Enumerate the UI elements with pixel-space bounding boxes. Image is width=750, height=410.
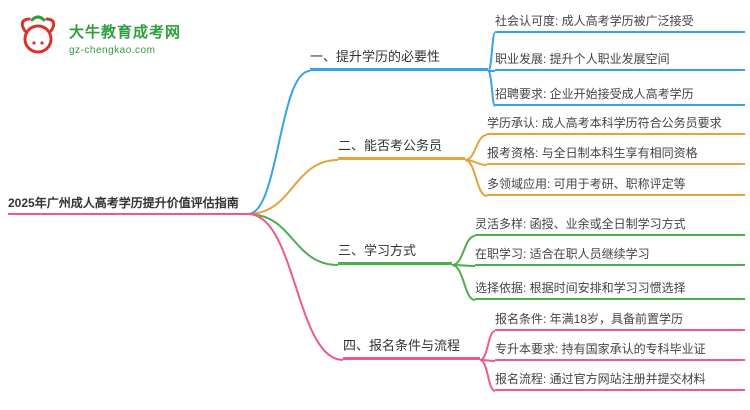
leaf-label: 职业发展: 提升个人职业发展空间 — [495, 51, 670, 66]
connector-root-branch-4 — [247, 213, 344, 361]
leaf-node-3-3[interactable]: 选择依据: 根据时间安排和学习习惯选择 — [475, 281, 745, 300]
leaf-label: 报名流程: 通过官方网站注册并提交材料 — [495, 371, 706, 386]
leaf-node-1-2[interactable]: 职业发展: 提升个人职业发展空间 — [495, 52, 745, 71]
leaf-label: 在职学习: 适合在职人员继续学习 — [475, 246, 650, 261]
leaf-label: 多领域应用: 可用于考研、职称评定等 — [487, 176, 686, 191]
branch-node-3[interactable]: 三、学习方式 — [338, 243, 452, 265]
connector-root-branch-3 — [247, 213, 339, 266]
leaf-node-3-1[interactable]: 灵活多样: 函授、业余或全日制学习方式 — [475, 217, 745, 236]
leaf-node-4-3[interactable]: 报名流程: 通过官方网站注册并提交材料 — [495, 372, 745, 391]
leaf-label: 招聘要求: 企业开始接受成人高考学历 — [495, 86, 694, 101]
connector-branch4-leaf1 — [479, 330, 496, 361]
branch-label: 三、学习方式 — [338, 242, 417, 258]
leaf-label: 专升本要求: 持有国家承认的专科毕业证 — [495, 341, 706, 356]
connector-root-branch-2 — [247, 159, 339, 215]
leaf-node-4-1[interactable]: 报名条件: 年满18岁，具备前置学历 — [495, 312, 745, 331]
leaf-label: 灵活多样: 函授、业余或全日制学习方式 — [475, 216, 686, 231]
root-node[interactable]: 2025年广州成人高考学历提升价值评估指南 — [8, 192, 248, 215]
leaf-node-4-2[interactable]: 专升本要求: 持有国家承认的专科毕业证 — [495, 342, 745, 361]
branch-node-4[interactable]: 四、报名条件与流程 — [343, 338, 480, 360]
branch-label: 四、报名条件与流程 — [343, 337, 461, 353]
leaf-label: 学历承认: 成人高考本科学历符合公务员要求 — [487, 115, 722, 130]
logo-title: 大牛教育成考网 — [69, 24, 182, 41]
branch-label: 二、能否考公务员 — [338, 137, 443, 153]
branch-node-2[interactable]: 二、能否考公务员 — [338, 138, 465, 160]
bull-logo-icon — [14, 12, 62, 65]
connector-branch2-leaf1 — [464, 134, 488, 161]
connector-branch2-leaf3 — [464, 159, 488, 197]
branch-label: 一、提升学历的必要性 — [310, 48, 441, 64]
connector-branch3-leaf3 — [451, 264, 476, 301]
site-logo[interactable]: 大牛教育成考网 gz-chengkao.com — [14, 12, 181, 65]
branch-node-1[interactable]: 一、提升学历的必要性 — [310, 49, 488, 71]
leaf-label: 社会认可度: 成人高考学历被广泛接受 — [495, 13, 694, 28]
connector-branch4-leaf3 — [479, 359, 496, 392]
root-label: 2025年广州成人高考学历提升价值评估指南 — [8, 195, 239, 210]
connector-branch1-leaf1 — [487, 32, 496, 72]
leaf-node-2-2[interactable]: 报考资格: 与全日制本科生享有相同资格 — [487, 146, 745, 165]
connector-branch3-leaf1 — [451, 235, 476, 266]
leaf-label: 报考资格: 与全日制本科生享有相同资格 — [487, 145, 698, 160]
leaf-node-2-1[interactable]: 学历承认: 成人高考本科学历符合公务员要求 — [487, 116, 745, 135]
leaf-node-1-1[interactable]: 社会认可度: 成人高考学历被广泛接受 — [495, 14, 745, 33]
leaf-node-2-3[interactable]: 多领域应用: 可用于考研、职称评定等 — [487, 177, 745, 196]
connector-root-branch-1 — [247, 70, 311, 215]
leaf-label: 报名条件: 年满18岁，具备前置学历 — [495, 311, 684, 326]
logo-domain: gz-chengkao.com — [69, 45, 156, 56]
leaf-node-3-2[interactable]: 在职学习: 适合在职人员继续学习 — [475, 247, 745, 266]
connector-branch1-leaf3 — [487, 70, 496, 107]
leaf-label: 选择依据: 根据时间安排和学习习惯选择 — [475, 280, 686, 295]
leaf-node-1-3[interactable]: 招聘要求: 企业开始接受成人高考学历 — [495, 87, 745, 106]
